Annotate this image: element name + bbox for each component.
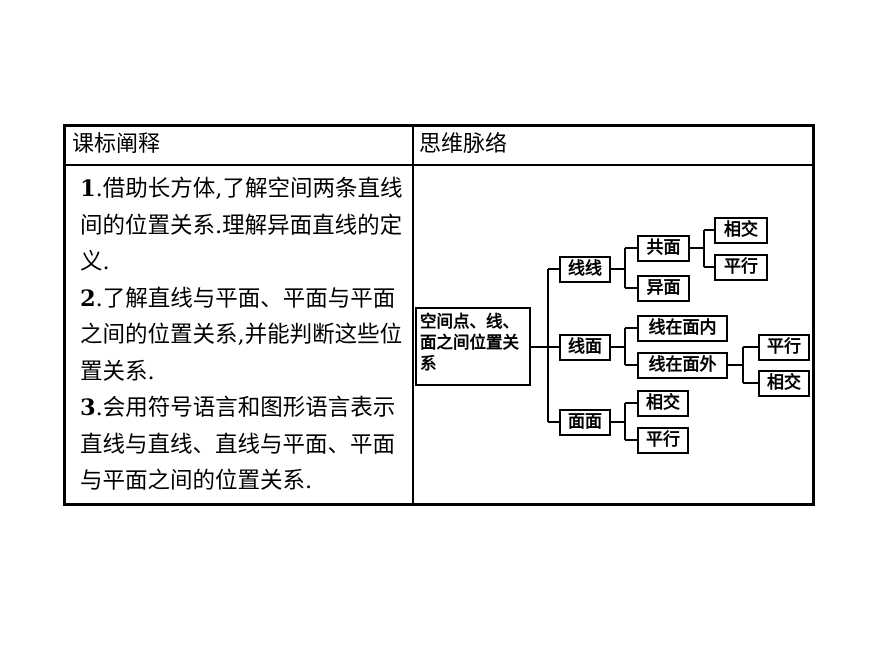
node-out-plane-parallel: 平行 <box>758 334 810 361</box>
node-coplanar: 共面 <box>637 235 690 262</box>
node-line-line: 线线 <box>559 256 611 283</box>
mindmap-diagram: 空间点、线、面之间位置关系 线线 共面 相交 平行 异面 线面 线在面内 线在面… <box>415 167 812 503</box>
column-divider <box>412 127 414 503</box>
node-line-in-plane: 线在面内 <box>637 315 728 342</box>
node-coplanar-intersect: 相交 <box>714 217 768 244</box>
node-out-plane-intersect: 相交 <box>758 370 810 397</box>
curriculum-item-1: 1.借助长方体,了解空间两条直线间的位置关系.理解异面直线的定义. <box>80 176 403 275</box>
curriculum-header: 课标阐释 <box>72 132 161 157</box>
header-divider <box>66 164 812 166</box>
root-node: 空间点、线、面之间位置关系 <box>415 307 531 386</box>
curriculum-text: 1.借助长方体,了解空间两条直线间的位置关系.理解异面直线的定义. 2.了解直线… <box>80 171 406 500</box>
node-plane-intersect: 相交 <box>637 390 689 417</box>
node-plane-parallel: 平行 <box>637 427 689 454</box>
node-line-out-plane: 线在面外 <box>637 352 728 379</box>
mindmap-header: 思维脉络 <box>419 132 508 157</box>
outline-table: 课标阐释 思维脉络 1.借助长方体,了解空间两条直线间的位置关系.理解异面直线的… <box>63 124 815 506</box>
curriculum-item-2: 2.了解直线与平面、平面与平面之间的位置关系,并能判断这些位置关系. <box>80 285 403 385</box>
curriculum-item-3: 3.会用符号语言和图形语言表示直线与直线、直线与平面、平面与平面之间的位置关系. <box>80 395 396 494</box>
node-plane-plane: 面面 <box>559 409 611 436</box>
node-skew: 异面 <box>637 275 690 302</box>
node-line-plane: 线面 <box>559 334 611 361</box>
node-coplanar-parallel: 平行 <box>714 254 768 281</box>
mindmap-connectors <box>531 229 758 441</box>
